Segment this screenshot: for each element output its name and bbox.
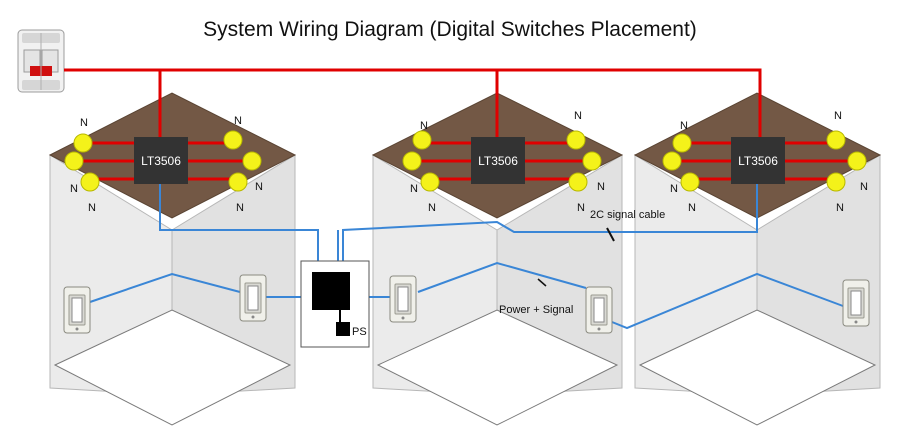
bulb-icon bbox=[582, 151, 602, 171]
signal-cable-label: 2C signal cable bbox=[590, 209, 665, 221]
neutral-label: N bbox=[574, 110, 582, 122]
neutral-label: N bbox=[597, 181, 605, 193]
neutral-label: N bbox=[420, 120, 428, 132]
neutral-label: N bbox=[688, 202, 696, 214]
room-3-floor bbox=[638, 309, 877, 426]
neutral-label: N bbox=[680, 120, 688, 132]
bulb-icon bbox=[662, 151, 682, 171]
neutral-label: N bbox=[428, 202, 436, 214]
bulb-icon bbox=[568, 172, 588, 192]
neutral-label: N bbox=[88, 202, 96, 214]
bulb-icon bbox=[73, 133, 93, 153]
neutral-label: N bbox=[410, 183, 418, 195]
wall-switches bbox=[63, 274, 870, 334]
room-2-floor bbox=[376, 309, 619, 426]
neutral-label: N bbox=[236, 202, 244, 214]
neutral-label: N bbox=[836, 202, 844, 214]
bulb-icon bbox=[412, 130, 432, 150]
room-2 bbox=[371, 92, 624, 426]
ceiling-controller-room-2: LT3506 bbox=[471, 137, 525, 184]
bulb-icon bbox=[672, 133, 692, 153]
power-signal-label: Power + Signal bbox=[499, 304, 573, 316]
mains-bus bbox=[64, 68, 762, 137]
circuit-breaker-icon bbox=[17, 29, 65, 93]
room-3 bbox=[633, 92, 882, 426]
neutral-label: N bbox=[234, 115, 242, 127]
bulb-icon bbox=[566, 130, 586, 150]
bulb-icon bbox=[80, 172, 100, 192]
controller-box: PS bbox=[300, 260, 370, 348]
bulb-icon bbox=[223, 130, 243, 150]
ceiling-controller-room-1: LT3506 bbox=[134, 137, 188, 184]
power-supply bbox=[336, 322, 350, 336]
bulb-icon bbox=[420, 172, 440, 192]
wall-switch-icon bbox=[63, 286, 91, 334]
switch-link-room-1 bbox=[89, 272, 241, 303]
switch-link-room-2 bbox=[417, 261, 587, 293]
signal-cable-rooms-2-3 bbox=[342, 184, 758, 272]
neutral-label: N bbox=[834, 110, 842, 122]
controller-label: LT3506 bbox=[478, 154, 518, 168]
switch-link-room-3 bbox=[611, 272, 844, 330]
neutral-label: N bbox=[670, 183, 678, 195]
bulb-icon bbox=[826, 130, 846, 150]
bulb-icon bbox=[402, 151, 422, 171]
bulb-icon bbox=[64, 151, 84, 171]
wall-switch-icon bbox=[585, 286, 613, 334]
controller-label: LT3506 bbox=[738, 154, 778, 168]
neutral-label: N bbox=[70, 183, 78, 195]
neutral-label: N bbox=[80, 117, 88, 129]
signal-cable-room-1 bbox=[159, 184, 319, 272]
controller-module bbox=[312, 272, 350, 310]
bulb-icon bbox=[228, 172, 248, 192]
neutral-label: N bbox=[255, 181, 263, 193]
neutral-label: N bbox=[577, 202, 585, 214]
power-supply-label: PS bbox=[352, 326, 367, 338]
bulb-icon bbox=[242, 151, 262, 171]
wall-switch-icon bbox=[842, 279, 870, 327]
neutral-label: N bbox=[860, 181, 868, 193]
bulb-icon bbox=[826, 172, 846, 192]
wall-switch-icon bbox=[389, 275, 417, 323]
room-1-floor bbox=[53, 309, 292, 426]
bulb-icon bbox=[680, 172, 700, 192]
bulb-icon bbox=[847, 151, 867, 171]
diagram-title: System Wiring Diagram (Digital Switches … bbox=[203, 18, 697, 41]
controller-label: LT3506 bbox=[141, 154, 181, 168]
wall-switch-icon bbox=[239, 274, 267, 322]
ceiling-controller-room-3: LT3506 bbox=[731, 137, 785, 184]
